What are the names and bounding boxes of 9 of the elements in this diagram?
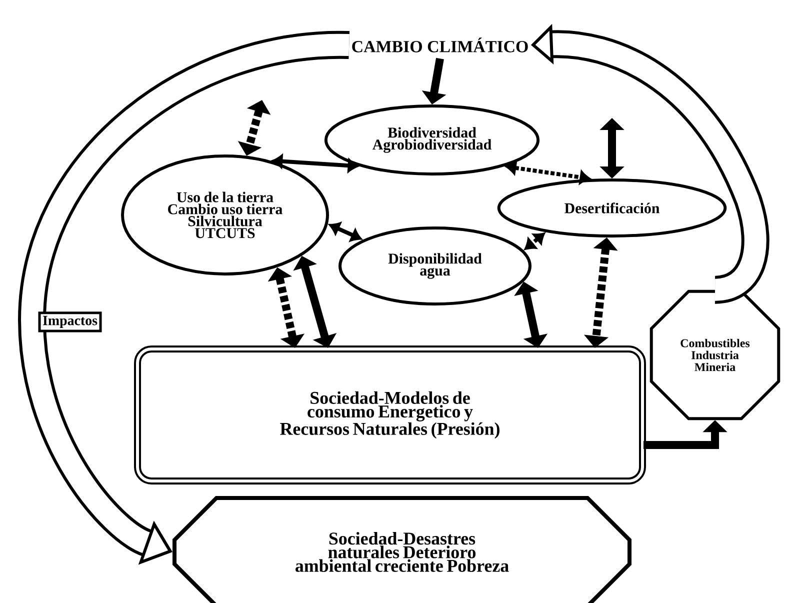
title-text: CAMBIO CLIMÁTICO [352, 38, 528, 52]
rounded-box: Sociedad-Modelos de consumo Energetico y Recursos Naturales (Presión) [134, 345, 646, 484]
arrow [329, 222, 362, 242]
arrow [506, 161, 590, 184]
arrow [524, 232, 545, 250]
octagon: Combustibles Industria Mineria [650, 290, 780, 420]
arrow [272, 154, 358, 172]
edge-label: Impactos [38, 312, 102, 332]
chamfered-box: Sociedad-Desastres naturales Deterioro ambiental creciente Pobreza [172, 496, 632, 603]
